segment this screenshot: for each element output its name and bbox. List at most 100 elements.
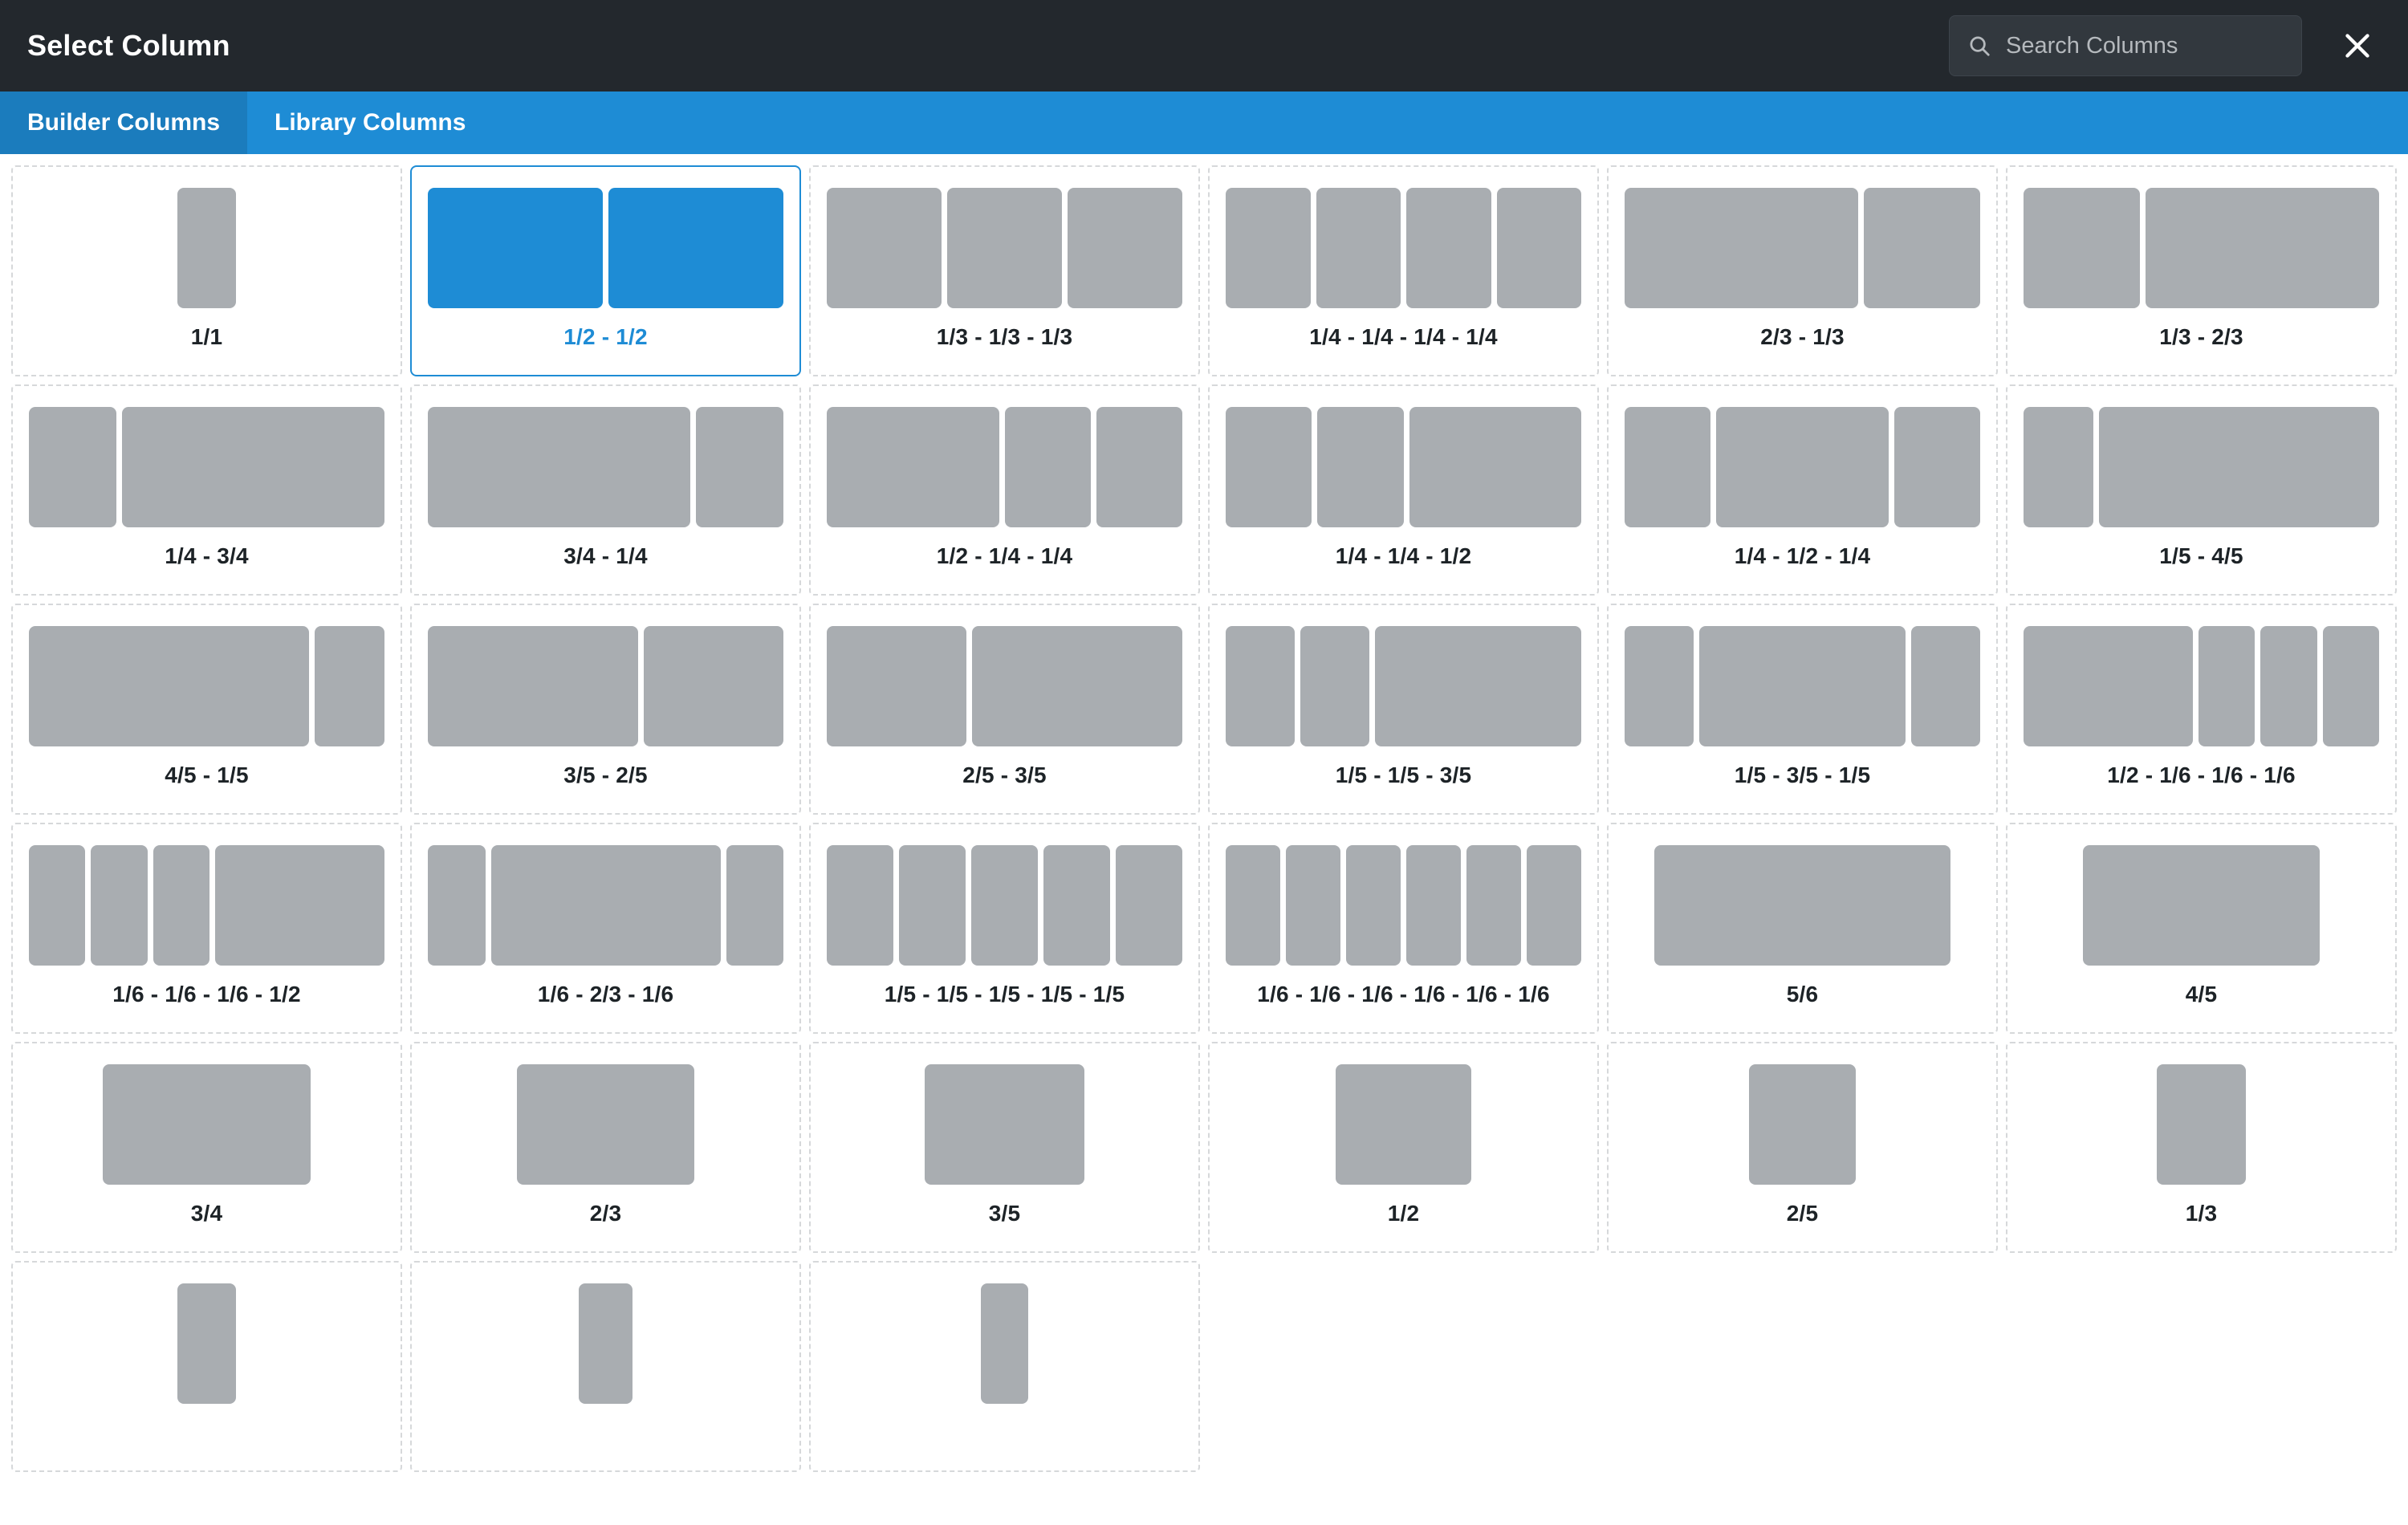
column-layout-card[interactable]: 1/5 - 1/5 - 1/5 - 1/5 - 1/5 bbox=[809, 823, 1200, 1034]
layout-block bbox=[428, 626, 638, 746]
layout-label: 1/2 - 1/4 - 1/4 bbox=[936, 543, 1073, 568]
layout-block bbox=[643, 626, 783, 746]
layout-block bbox=[980, 1283, 1029, 1404]
layout-preview bbox=[827, 1064, 1182, 1185]
layout-preview bbox=[2024, 626, 2379, 746]
layout-block bbox=[2146, 188, 2379, 308]
layout-label: 1/4 - 1/4 - 1/2 bbox=[1335, 543, 1472, 568]
layout-label: 2/3 bbox=[589, 1201, 622, 1226]
layout-block bbox=[1226, 626, 1295, 746]
layout-block bbox=[428, 407, 690, 527]
column-layout-card[interactable]: 1/4 - 1/4 - 1/4 - 1/4 bbox=[1208, 165, 1599, 376]
layout-block bbox=[1527, 845, 1581, 966]
layout-preview bbox=[29, 845, 384, 966]
column-layout-card[interactable]: 1/3 bbox=[2006, 1042, 2397, 1253]
column-layout-card[interactable]: 1/1 bbox=[11, 165, 402, 376]
layout-label: 2/5 bbox=[1786, 1201, 1819, 1226]
layout-block bbox=[2322, 626, 2379, 746]
layout-block bbox=[2260, 626, 2317, 746]
layout-block bbox=[1374, 626, 1581, 746]
layout-block bbox=[1625, 188, 1858, 308]
layout-block bbox=[516, 1064, 695, 1185]
layout-block bbox=[177, 188, 237, 308]
column-layout-card[interactable]: 2/3 bbox=[410, 1042, 801, 1253]
layout-label: 3/4 - 1/4 bbox=[563, 543, 648, 568]
close-button[interactable] bbox=[2336, 24, 2379, 67]
header-actions bbox=[1949, 15, 2379, 76]
column-layout-card[interactable]: 1/2 - 1/4 - 1/4 bbox=[809, 384, 1200, 596]
layout-block bbox=[428, 188, 603, 308]
layout-block bbox=[314, 626, 384, 746]
layout-block bbox=[1466, 845, 1521, 966]
column-layout-card[interactable]: 1/5 - 4/5 bbox=[2006, 384, 2397, 596]
column-layout-card[interactable]: 1/6 - 2/3 - 1/6 bbox=[410, 823, 801, 1034]
column-layout-card[interactable]: 3/5 - 2/5 bbox=[410, 604, 801, 815]
layout-block bbox=[1409, 407, 1581, 527]
column-layout-card[interactable]: 1/6 - 1/6 - 1/6 - 1/2 bbox=[11, 823, 402, 1034]
layout-block bbox=[1316, 188, 1401, 308]
layout-preview bbox=[827, 1283, 1182, 1404]
column-layout-card[interactable]: 1/5 - 1/5 - 3/5 bbox=[1208, 604, 1599, 815]
column-layout-card[interactable]: 1/3 - 1/3 - 1/3 bbox=[809, 165, 1200, 376]
column-layout-card[interactable]: 4/5 - 1/5 bbox=[11, 604, 402, 815]
column-layout-card[interactable]: 3/5 bbox=[809, 1042, 1200, 1253]
layout-label: 1/2 bbox=[1387, 1201, 1420, 1226]
layout-block bbox=[827, 188, 942, 308]
layout-block bbox=[1406, 188, 1491, 308]
layout-preview bbox=[1226, 1064, 1581, 1185]
layout-block bbox=[827, 626, 967, 746]
column-layout-card[interactable] bbox=[410, 1261, 801, 1472]
layout-preview bbox=[827, 845, 1182, 966]
layout-preview bbox=[2024, 407, 2379, 527]
column-layout-card[interactable]: 5/6 bbox=[1607, 823, 1998, 1034]
tab-library-columns[interactable]: Library Columns bbox=[275, 109, 466, 136]
layout-block bbox=[1116, 845, 1182, 966]
column-layout-card[interactable]: 2/5 - 3/5 bbox=[809, 604, 1200, 815]
layout-block bbox=[1893, 407, 1980, 527]
layout-block bbox=[1286, 845, 1340, 966]
layout-block bbox=[214, 845, 384, 966]
layout-block bbox=[696, 407, 783, 527]
search-input[interactable] bbox=[2006, 32, 2308, 59]
layout-block bbox=[122, 407, 384, 527]
layout-preview bbox=[29, 407, 384, 527]
column-layout-card[interactable]: 2/3 - 1/3 bbox=[1607, 165, 1998, 376]
column-layout-card[interactable]: 1/2 bbox=[1208, 1042, 1599, 1253]
column-layout-card[interactable]: 1/3 - 2/3 bbox=[2006, 165, 2397, 376]
column-layout-card[interactable]: 1/2 - 1/2 bbox=[410, 165, 801, 376]
layout-block bbox=[29, 845, 86, 966]
layout-label: 1/4 - 1/2 - 1/4 bbox=[1734, 543, 1871, 568]
layout-block bbox=[2099, 407, 2379, 527]
layout-block bbox=[1749, 1064, 1856, 1185]
layout-preview bbox=[29, 1283, 384, 1404]
column-layout-card[interactable]: 1/4 - 3/4 bbox=[11, 384, 402, 596]
layout-block bbox=[1863, 188, 1980, 308]
column-layout-card[interactable]: 1/4 - 1/4 - 1/2 bbox=[1208, 384, 1599, 596]
tab-builder-columns[interactable]: Builder Columns bbox=[0, 92, 248, 154]
layout-label: 2/3 - 1/3 bbox=[1760, 324, 1845, 349]
column-layout-card[interactable] bbox=[11, 1261, 402, 1472]
column-layout-card[interactable]: 3/4 bbox=[11, 1042, 402, 1253]
column-layout-card[interactable]: 3/4 - 1/4 bbox=[410, 384, 801, 596]
layout-label: 1/5 - 1/5 - 3/5 bbox=[1335, 762, 1472, 787]
search-box[interactable] bbox=[1949, 15, 2308, 76]
layout-label: 1/6 - 1/6 - 1/6 - 1/6 - 1/6 - 1/6 bbox=[1257, 982, 1550, 1007]
layout-preview bbox=[1226, 626, 1581, 746]
column-layout-card[interactable] bbox=[809, 1261, 1200, 1472]
layout-label: 1/2 - 1/6 - 1/6 - 1/6 bbox=[2107, 762, 2296, 787]
column-layout-card[interactable]: 1/2 - 1/6 - 1/6 - 1/6 bbox=[2006, 604, 2397, 815]
layout-preview bbox=[428, 1283, 783, 1404]
layout-block bbox=[1300, 626, 1369, 746]
layout-label: 1/4 - 1/4 - 1/4 - 1/4 bbox=[1309, 324, 1498, 349]
layout-preview bbox=[1625, 188, 1980, 308]
column-layout-card[interactable]: 1/4 - 1/2 - 1/4 bbox=[1607, 384, 1998, 596]
layout-preview bbox=[428, 845, 783, 966]
layout-preview bbox=[428, 1064, 783, 1185]
column-layout-card[interactable]: 4/5 bbox=[2006, 823, 2397, 1034]
layout-block bbox=[972, 626, 1182, 746]
column-layout-card[interactable]: 1/5 - 3/5 - 1/5 bbox=[1607, 604, 1998, 815]
column-layout-card[interactable]: 1/6 - 1/6 - 1/6 - 1/6 - 1/6 - 1/6 bbox=[1208, 823, 1599, 1034]
column-layout-card[interactable]: 2/5 bbox=[1607, 1042, 1998, 1253]
layout-block bbox=[2024, 626, 2193, 746]
